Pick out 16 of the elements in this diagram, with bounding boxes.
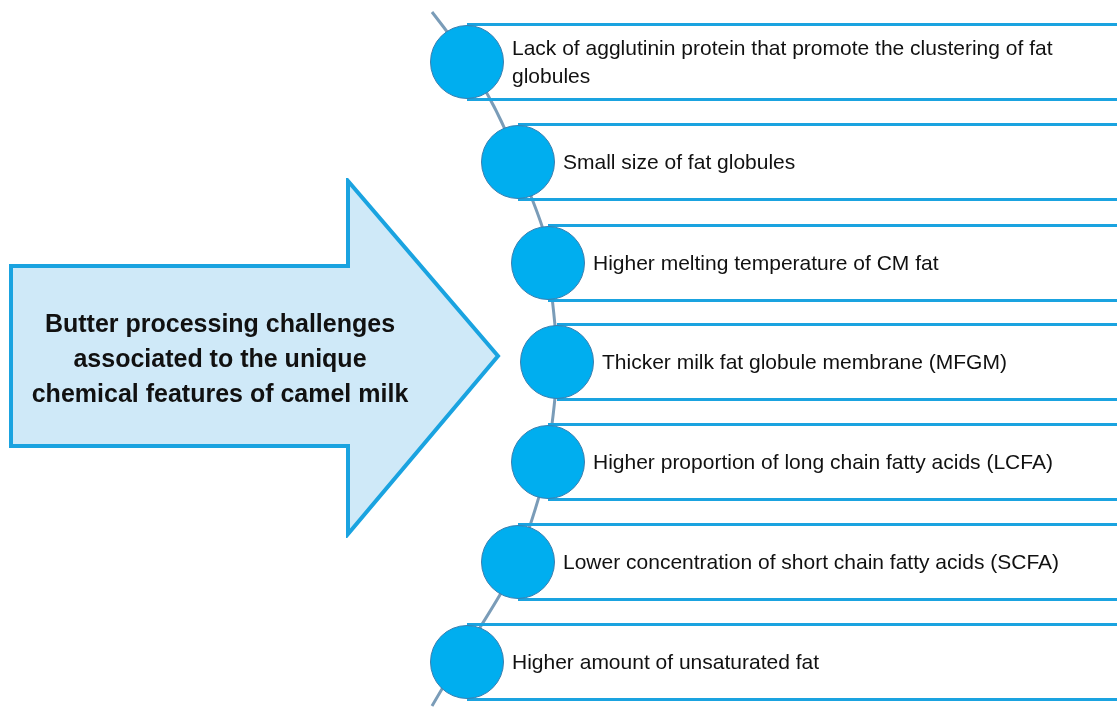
- list-band: [505, 623, 1117, 701]
- list-band: [586, 224, 1117, 302]
- arrow-text: Butter processing challenges associated to the unique chemical features of camel milk: [30, 307, 410, 409]
- item-text: Thicker milk fat globule membrane (MFGM): [602, 348, 1008, 375]
- list-band: [505, 23, 1117, 101]
- arrow-shape: [8, 178, 502, 538]
- list-band: [556, 523, 1117, 601]
- item-text: Lower concentration of short chain fatty acids (SCFA): [563, 548, 1061, 575]
- item-text: Higher amount of unsaturated fat: [512, 648, 821, 675]
- item-text: Higher melting temperature of CM fat: [593, 249, 940, 276]
- list-band: [595, 323, 1117, 401]
- item-text: Lack of agglutinin protein that promote the clustering of fat globules: [512, 34, 1054, 89]
- list-band: [556, 123, 1117, 201]
- item-text: Small size of fat globules: [563, 148, 797, 175]
- list-band: [586, 423, 1117, 501]
- item-text: Higher proportion of long chain fatty acids (LCFA): [593, 448, 1054, 475]
